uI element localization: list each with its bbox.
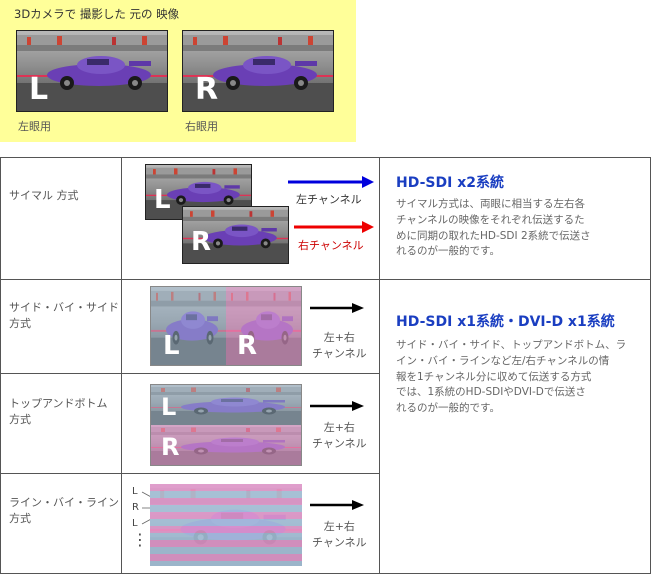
combined-channel-label-2: 左+右 チャンネル bbox=[312, 421, 367, 450]
desc2-body: サイド・バイ・サイド、トップアンドボトム、ラ イン・バイ・ラインなど左/右チャン… bbox=[396, 339, 627, 414]
row-label-line-by-line: ライン・バイ・ライン 方式 bbox=[9, 496, 119, 525]
left-eye-image: L bbox=[16, 30, 168, 112]
row-label-simulcast: サイマル 方式 bbox=[9, 189, 79, 202]
row-label-side-by-side: サイド・バイ・サイド 方式 bbox=[9, 301, 119, 330]
left-eye-caption: 左眼用 bbox=[18, 120, 51, 133]
left-channel-label: 左チャンネル bbox=[296, 193, 362, 206]
simulcast-r-letter: R bbox=[191, 227, 212, 257]
row-label-top-and-bottom: トップアンドボトム 方式 bbox=[9, 397, 108, 426]
right-channel-arrow bbox=[294, 221, 374, 233]
desc2-heading: HD-SDI x1系統・DVI-D x1系統 bbox=[396, 314, 615, 330]
side-by-side-image: L R bbox=[150, 286, 302, 366]
left-letter: L bbox=[29, 72, 49, 107]
line-marker-l1: L bbox=[132, 486, 138, 497]
right-eye-image: R bbox=[182, 30, 334, 112]
desc1-body: サイマル方式は、両眼に相当する左右各 チャンネルの映像をそれぞれ伝送するた めに… bbox=[396, 198, 591, 258]
combined-channel-label-1: 左+右 チャンネル bbox=[312, 331, 367, 360]
line-by-line-image bbox=[150, 484, 302, 566]
top-and-bottom-image: L R bbox=[150, 384, 302, 466]
source-title: 3Dカメラで 撮影した 元の 映像 bbox=[14, 7, 180, 21]
combined-arrow-3 bbox=[310, 500, 364, 510]
right-channel-label: 右チャンネル bbox=[298, 239, 364, 252]
right-letter: R bbox=[195, 72, 219, 107]
source-image-panel: 3Dカメラで 撮影した 元の 映像 L R 左眼用 右眼用 bbox=[0, 0, 356, 142]
line-marker-r: R bbox=[132, 502, 139, 513]
simulcast-l-letter: L bbox=[154, 185, 171, 215]
tab-r-letter: R bbox=[161, 433, 180, 461]
right-eye-caption: 右眼用 bbox=[185, 120, 218, 133]
sbs-l-letter: L bbox=[163, 331, 180, 361]
combined-arrow-2 bbox=[310, 401, 364, 411]
desc1-heading: HD-SDI x2系統 bbox=[396, 175, 504, 191]
combined-arrow-1 bbox=[310, 303, 364, 313]
tab-l-letter: L bbox=[161, 393, 177, 421]
left-channel-arrow bbox=[288, 176, 374, 188]
combined-channel-label-3: 左+右 チャンネル bbox=[312, 520, 367, 549]
sbs-r-letter: R bbox=[237, 331, 258, 361]
line-marker-dots: ⋮ bbox=[132, 530, 148, 549]
line-marker-l2: L bbox=[132, 518, 138, 529]
simulcast-right-image: R bbox=[182, 206, 289, 264]
